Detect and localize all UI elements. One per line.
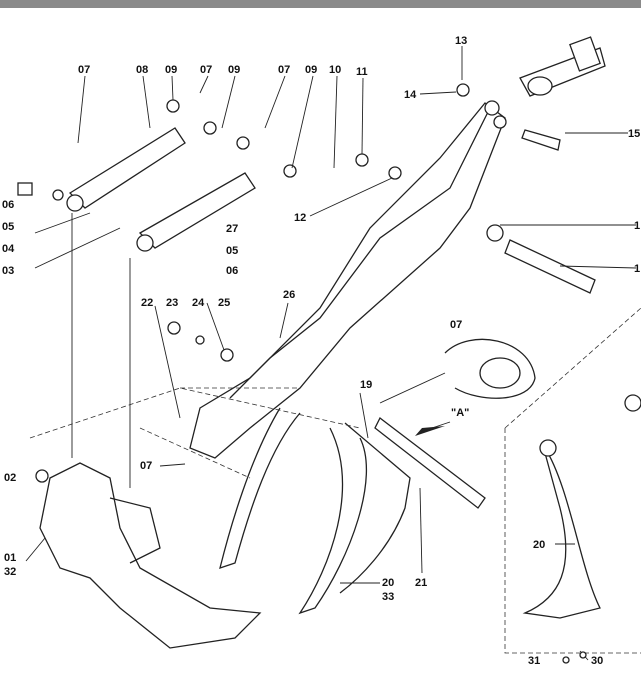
label-13: 13 bbox=[455, 35, 467, 47]
exploded-view-drawing: 07 08 09 07 09 07 09 10 11 13 14 15 12 0… bbox=[2, 35, 641, 667]
label-1-cut: 1 bbox=[634, 220, 640, 232]
nut-31 bbox=[562, 656, 570, 664]
label-27: 27 bbox=[226, 223, 238, 235]
detail-bushing bbox=[479, 357, 521, 389]
label-23: 23 bbox=[166, 297, 178, 309]
label-05: 05 bbox=[226, 245, 238, 257]
view-a-pin bbox=[539, 439, 557, 457]
label-04: 04 bbox=[2, 243, 15, 255]
pin-15 bbox=[521, 129, 561, 151]
tine-frame bbox=[339, 422, 411, 594]
label-09: 09 bbox=[228, 64, 240, 76]
label-01: 01 bbox=[4, 552, 16, 564]
bolt-06 bbox=[17, 182, 33, 196]
bushing-09 bbox=[236, 136, 250, 150]
cylinder-eye bbox=[527, 76, 553, 96]
nut-14 bbox=[456, 83, 470, 97]
view-a-tine bbox=[522, 447, 601, 619]
bushing-02 bbox=[35, 469, 49, 483]
label-20: 20 bbox=[382, 577, 394, 589]
label-07: 07 bbox=[78, 64, 90, 76]
view-a-inset-border bbox=[504, 428, 641, 654]
label-19: 19 bbox=[360, 379, 372, 391]
cylinder-flange bbox=[569, 36, 601, 72]
label-32: 32 bbox=[4, 566, 16, 578]
boom-pin-hole bbox=[484, 100, 500, 116]
label-15: 15 bbox=[628, 128, 640, 140]
leader-lines bbox=[25, 46, 637, 661]
cylinder-eye bbox=[66, 194, 84, 212]
bushing-09 bbox=[283, 164, 297, 178]
view-arrow-icon bbox=[415, 426, 445, 436]
label-12: 12 bbox=[294, 212, 306, 224]
label-06: 06 bbox=[226, 265, 238, 277]
detail-circle bbox=[444, 338, 536, 399]
label-08: 08 bbox=[136, 64, 148, 76]
label-14: 14 bbox=[404, 89, 417, 101]
washer-05 bbox=[52, 189, 64, 201]
label-25: 25 bbox=[218, 297, 230, 309]
washer-30 bbox=[579, 651, 587, 659]
pin-21 bbox=[374, 417, 486, 509]
boom-edge bbox=[229, 107, 491, 399]
label-33: 33 bbox=[382, 591, 394, 603]
label-11: 11 bbox=[356, 66, 368, 78]
washer-24 bbox=[195, 335, 205, 345]
label-24: 24 bbox=[192, 297, 205, 309]
hydraulic-cylinder-08 bbox=[68, 127, 186, 209]
bushing bbox=[486, 224, 504, 242]
assembly-lines bbox=[29, 387, 361, 479]
label-07: 07 bbox=[278, 64, 290, 76]
nut-23 bbox=[167, 321, 181, 335]
label-02: 02 bbox=[4, 472, 16, 484]
hydraulic-cylinder-27 bbox=[138, 172, 256, 249]
label-view-a: "A" bbox=[451, 407, 469, 419]
view-arrow-shaft bbox=[419, 421, 451, 433]
label-03: 03 bbox=[2, 265, 14, 277]
label-06: 06 bbox=[2, 199, 14, 211]
tine bbox=[219, 407, 301, 569]
label-22: 22 bbox=[141, 297, 153, 309]
label-05: 05 bbox=[2, 221, 14, 233]
label-20: 20 bbox=[533, 539, 545, 551]
pin-long bbox=[504, 239, 596, 294]
tine-20 bbox=[298, 427, 368, 615]
detail-leader bbox=[379, 372, 446, 404]
washer-25 bbox=[220, 348, 234, 362]
bushing-09 bbox=[166, 99, 180, 113]
label-09: 09 bbox=[165, 64, 177, 76]
bushing-09 bbox=[203, 121, 217, 135]
label-07: 07 bbox=[450, 319, 462, 331]
label-10: 10 bbox=[329, 64, 341, 76]
bushing-12 bbox=[388, 166, 402, 180]
view-a-inset-border bbox=[504, 307, 641, 429]
label-21: 21 bbox=[415, 577, 427, 589]
label-07: 07 bbox=[140, 460, 152, 472]
boom-pin-hole bbox=[493, 115, 507, 129]
label-09: 09 bbox=[305, 64, 317, 76]
nut-11 bbox=[355, 153, 369, 167]
label-30: 30 bbox=[591, 655, 603, 667]
label-26: 26 bbox=[283, 289, 295, 301]
label-31: 31 bbox=[528, 655, 540, 667]
view-a-pin bbox=[624, 394, 641, 412]
label-1-cut: 1 bbox=[634, 263, 640, 275]
grapple-jaw-01 bbox=[39, 462, 262, 649]
cylinder-eye bbox=[136, 234, 154, 252]
label-07: 07 bbox=[200, 64, 212, 76]
grapple-edge bbox=[109, 497, 161, 564]
